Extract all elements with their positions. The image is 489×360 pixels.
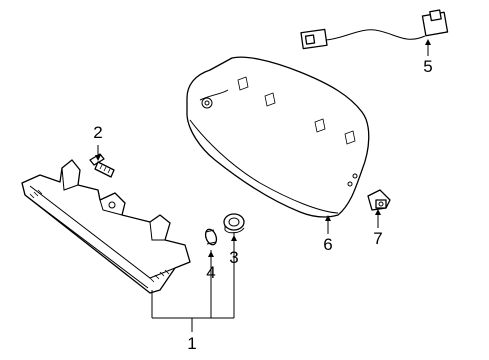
leader-lines [95, 39, 431, 332]
callout-7: 7 [373, 229, 382, 248]
lamp-cover [186, 56, 370, 218]
callouts: 2 1 4 3 6 7 5 [93, 57, 432, 353]
bulb [204, 228, 218, 246]
callout-6: 6 [323, 235, 332, 254]
harness-connector-right [421, 9, 449, 37]
callout-2: 2 [93, 123, 102, 142]
callout-5: 5 [423, 57, 432, 76]
harness-connector-left [300, 28, 328, 50]
socket [223, 213, 245, 234]
wiring-harness [300, 9, 449, 50]
callout-4: 4 [206, 263, 215, 282]
bolt [89, 153, 115, 178]
screw [367, 189, 391, 211]
callout-1: 1 [187, 334, 196, 353]
callout-3: 3 [229, 248, 238, 267]
lamp-assembly [21, 159, 191, 294]
